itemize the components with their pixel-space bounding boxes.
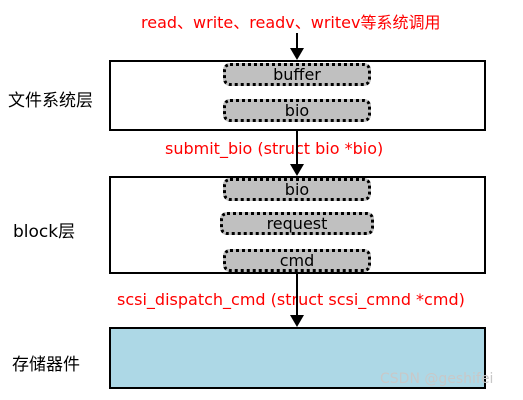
syscalls-label: read、write、readv、writev等系统调用	[141, 13, 441, 32]
storage-layer-label: 存储器件	[12, 355, 80, 375]
fs-bio-chip: bio	[223, 99, 371, 122]
block-cmd-chip: cmd	[223, 249, 371, 272]
block-layer-label: block层	[13, 222, 76, 242]
arrow-head-submit-bio	[290, 164, 304, 176]
storage-device-box	[109, 327, 486, 389]
block-bio-chip: bio	[223, 178, 371, 201]
arrow-fs-to-block	[296, 131, 298, 165]
arrow-block-to-storage	[296, 274, 298, 316]
fs-buffer-chip: buffer	[223, 63, 371, 86]
submit-bio-label: submit_bio (struct bio *bio)	[165, 139, 384, 158]
arrow-head-scsi	[290, 315, 304, 327]
arrow-syscalls-to-fs	[296, 33, 298, 49]
arrow-head-syscalls	[290, 48, 304, 60]
fs-layer-label: 文件系统层	[8, 91, 93, 111]
scsi-dispatch-label: scsi_dispatch_cmd (struct scsi_cmnd *cmd…	[117, 290, 465, 309]
watermark: CSDN @geshifei	[380, 371, 494, 387]
block-request-chip: request	[220, 212, 374, 235]
